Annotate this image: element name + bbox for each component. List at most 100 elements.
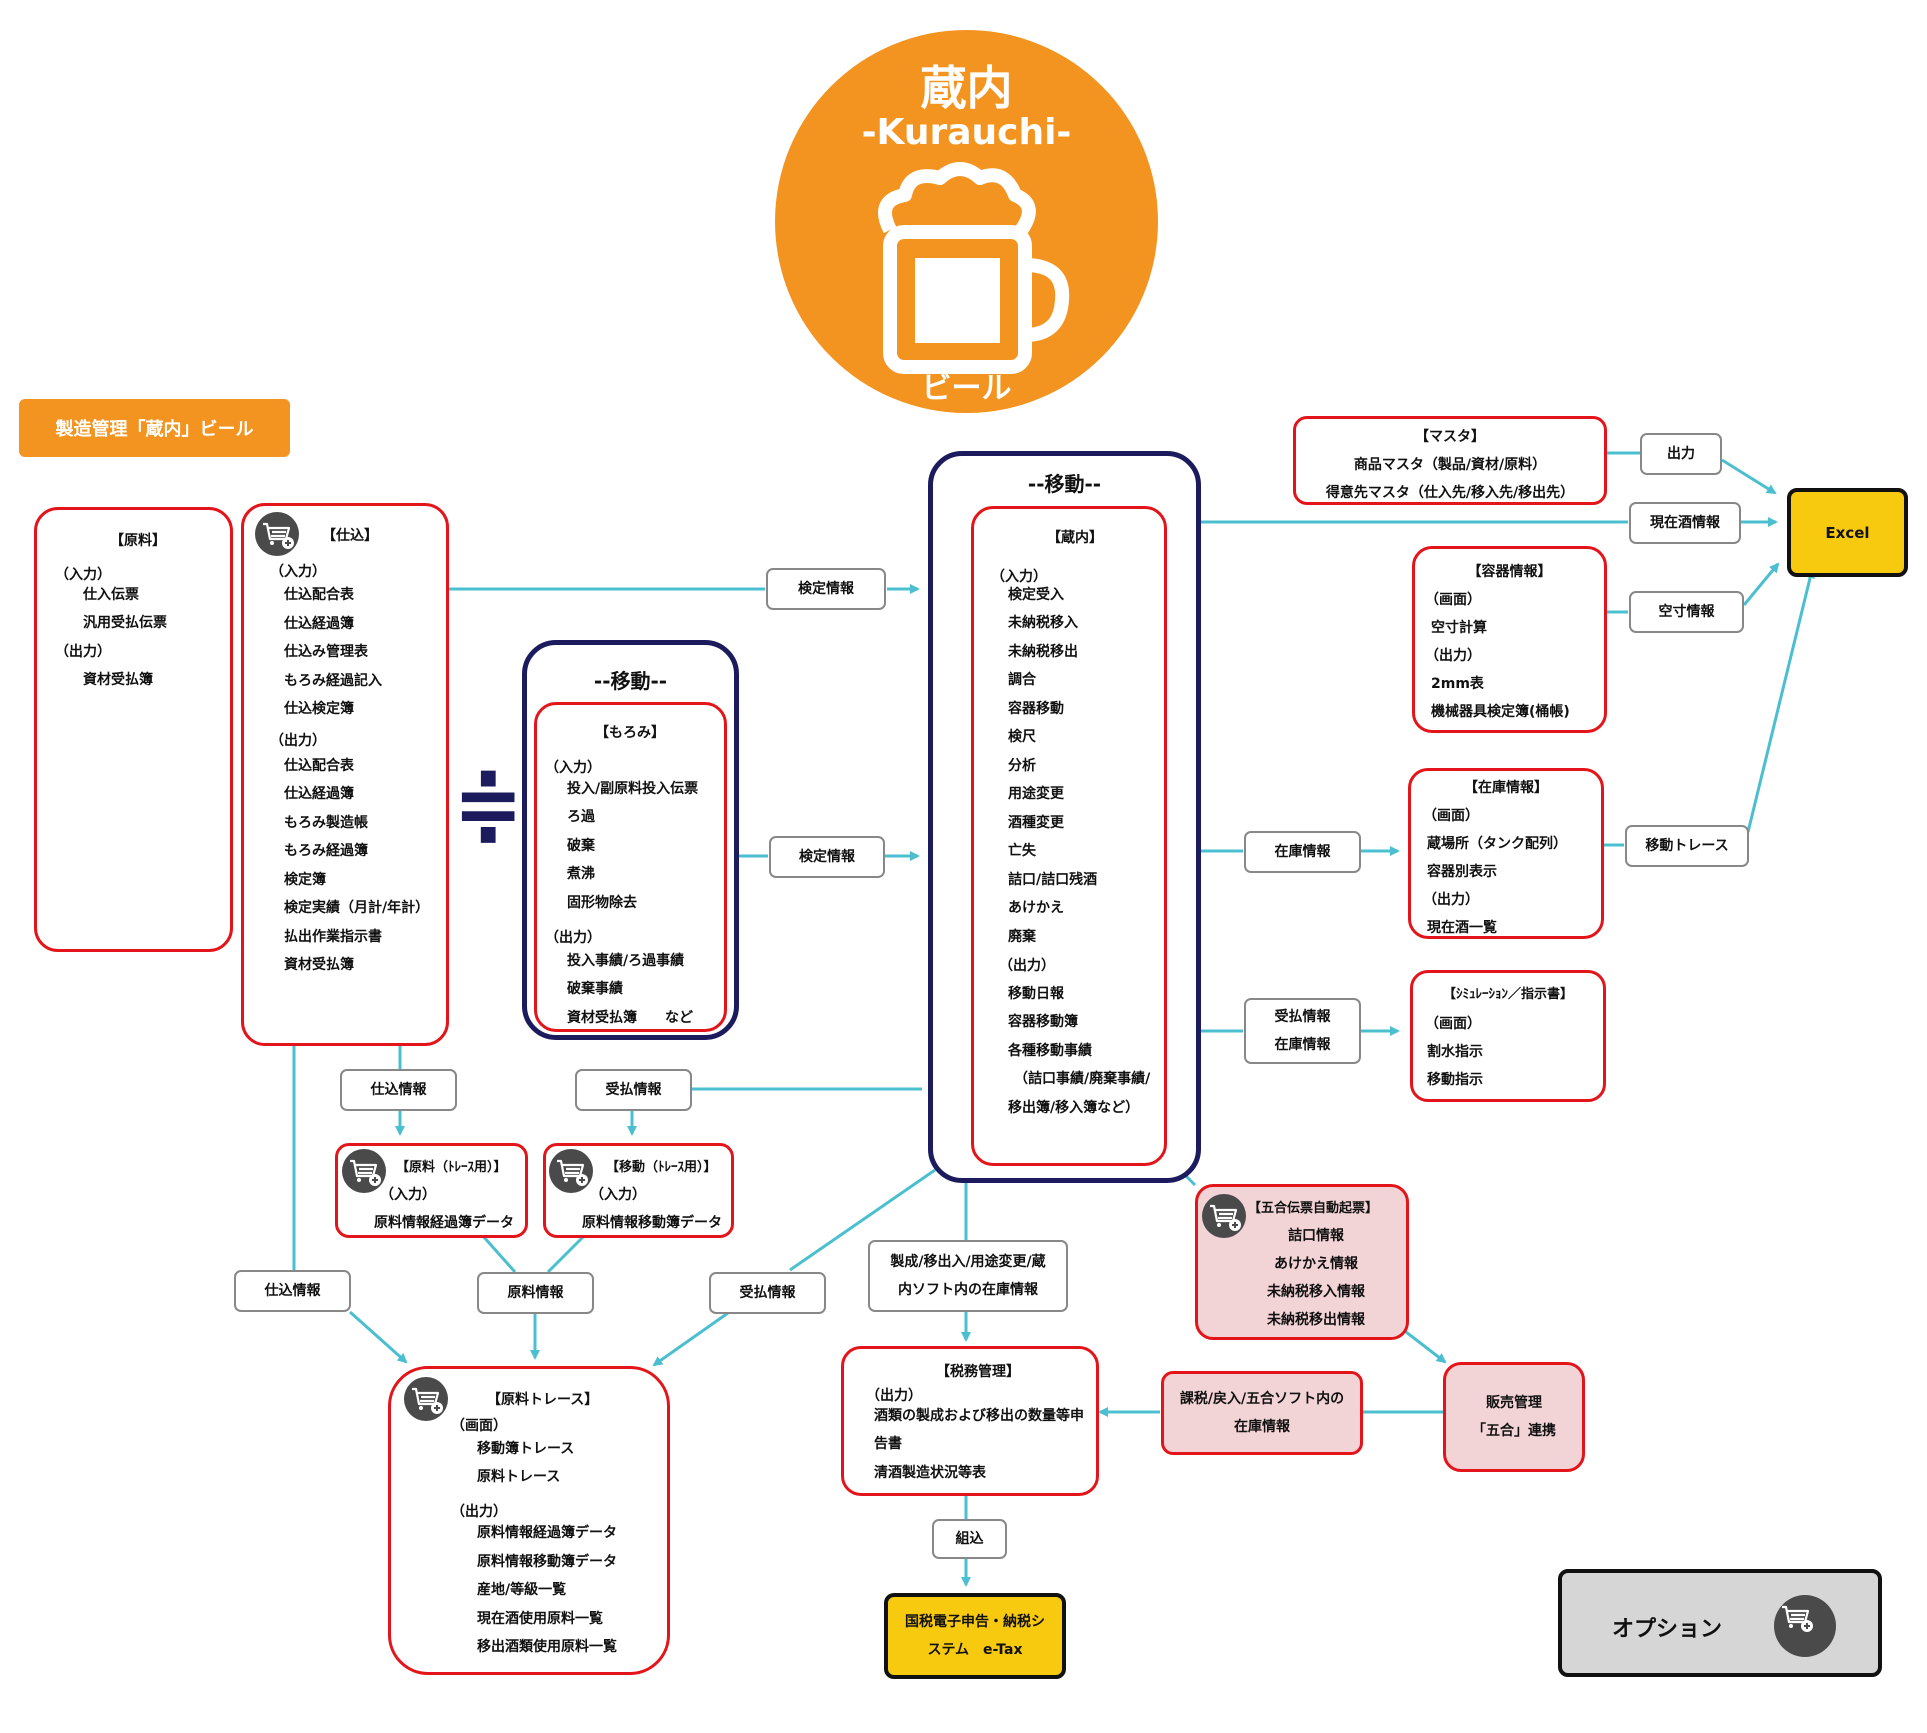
shikomi-input: 仕込検定簿 xyxy=(284,701,354,717)
shikomi-out-label: （出力） xyxy=(270,733,326,749)
edge-idou-ukeharai2 xyxy=(789,1168,936,1272)
genryo-trace-screen: 移動簿トレース xyxy=(477,1441,575,1457)
edge-label-kusun: 空寸情報 xyxy=(1629,591,1744,633)
shikomi-in-label: （入力） xyxy=(270,564,326,580)
trace-genryo-line: 原料情報経過簿データ xyxy=(374,1215,514,1231)
sim-title: 【ｼﾐｭﾚｰｼｮﾝ／指示書】 xyxy=(1442,987,1573,1002)
etax-line: 国税電子申告・納税シ xyxy=(905,1614,1045,1630)
kuranai-input: 酒種変更 xyxy=(1008,815,1064,831)
idou-main-box: --移動-- 【蔵内】 （入力） 検定受入 未納税移入 未納税移出 調合 容器移… xyxy=(928,451,1201,1183)
edge-kusun-excel xyxy=(1742,562,1780,606)
edge-label-seisei: 製成/移出入/用途変更/蔵 内ソフト内の在庫情報 xyxy=(868,1240,1068,1312)
shikomi-output: 仕込経過簿 xyxy=(284,786,354,802)
kuranai-input: 亡失 xyxy=(1008,843,1036,859)
cart-option-icon xyxy=(549,1149,593,1193)
etax-line: ステム e-Tax xyxy=(927,1642,1023,1658)
edge-tracei-genryoinfo xyxy=(546,1233,587,1274)
kuranai-input: 調合 xyxy=(1008,672,1036,688)
idou-small-box: --移動-- 【もろみ】 （入力） 投入/副原料投入伝票 ろ過 破棄 煮沸 固形… xyxy=(522,640,739,1040)
shikomi-output: 仕込配合表 xyxy=(284,758,354,774)
gengo-line: あけかえ情報 xyxy=(1274,1256,1358,1272)
edge-label-shikomi: 仕込情報 xyxy=(340,1069,457,1111)
zaiko-line: 現在酒一覧 xyxy=(1427,920,1497,936)
kuranai-output: 容器移動簿 xyxy=(1008,1014,1078,1030)
moromi-output: 資材受払簿 など xyxy=(567,1010,693,1026)
youki-line: 機械器具検定簿(桶帳) xyxy=(1431,704,1570,720)
genryo-trace-output: 原料情報移動簿データ xyxy=(477,1554,617,1570)
edge-label-output: 出力 xyxy=(1640,433,1722,475)
zaiko-line: 容器別表示 xyxy=(1427,864,1497,880)
moromi-input: 固形物除去 xyxy=(567,895,637,911)
edge-out-excel xyxy=(1721,458,1777,495)
edge-label-kumikomi: 組込 xyxy=(932,1519,1007,1559)
edge-trace-excel xyxy=(1746,568,1815,833)
kuranai-input: 未納税移入 xyxy=(1008,615,1078,631)
youki-line: 2mm表 xyxy=(1431,676,1484,692)
kuranai-input: 詰口/詰口残酒 xyxy=(1008,872,1098,888)
zeimu-line: 清酒製造状況等表 xyxy=(874,1465,986,1481)
genryo-box: 【原料】 （入力） 仕入伝票 汎用受払伝票 （出力） 資材受払簿 xyxy=(34,507,233,952)
master-line: 商品マスタ（製品/資材/原料） xyxy=(1353,457,1547,473)
zeimu-line: 告書 xyxy=(874,1436,902,1452)
edge-label-kentei: 検定情報 xyxy=(766,568,886,610)
moromi-out-label: （出力） xyxy=(545,930,601,946)
master-box: 【マスタ】 商品マスタ（製品/資材/原料） 得意先マスタ（仕入先/移入先/移出先… xyxy=(1293,416,1607,505)
cart-option-icon xyxy=(404,1377,448,1421)
shikomi-box: 【仕込】 （入力） 仕込配合表 仕込経過簿 仕込み管理表 もろみ経過記入 仕込検… xyxy=(241,503,449,1046)
trace-idou-box: 【移動（ﾄﾚｰｽ用）】 （入力） 原料情報移動簿データ xyxy=(543,1143,734,1238)
edge-label-line: 在庫情報 xyxy=(1274,1037,1331,1053)
moromi-in-label: （入力） xyxy=(545,760,601,776)
genryo-trace-output: 原料情報経過簿データ xyxy=(477,1525,617,1541)
shikomi-input: もろみ経過記入 xyxy=(284,673,382,689)
edge-ukeharai2-trace xyxy=(652,1311,729,1367)
zaiko-line: 蔵場所（タンク配列） xyxy=(1427,836,1567,852)
product-badge: 製造管理「蔵内」ビール xyxy=(19,399,290,457)
genryo-in-label: （入力） xyxy=(55,567,111,583)
shikomi-output: 資材受払簿 xyxy=(284,957,354,973)
kuranai-in-label: （入力） xyxy=(991,569,1047,585)
genryo-trace-output: 移出酒類使用原料一覧 xyxy=(477,1639,617,1655)
genryo-trace-output: 産地/等級一覧 xyxy=(477,1582,567,1598)
moromi-box: 【もろみ】 （入力） 投入/副原料投入伝票 ろ過 破棄 煮沸 固形物除去 （出力… xyxy=(534,702,727,1032)
shikomi-input: 仕込み管理表 xyxy=(284,644,368,660)
kuranai-output: （詰口事績/廃棄事績/ xyxy=(1014,1071,1151,1087)
trace-genryo-title: 【原料（ﾄﾚｰｽ用）】 xyxy=(396,1160,507,1175)
trace-idou-line: （入力） xyxy=(590,1187,646,1203)
genryo-output: 資材受払簿 xyxy=(83,672,153,688)
sim-line: 割水指示 xyxy=(1427,1044,1483,1060)
youki-line: （出力） xyxy=(1425,648,1481,664)
moromi-input: 投入/副原料投入伝票 xyxy=(567,781,699,797)
trace-genryo-line: （入力） xyxy=(380,1187,436,1203)
shikomi-title: 【仕込】 xyxy=(322,528,378,544)
excel-label: Excel xyxy=(1825,523,1870,542)
edge-label-line: 課税/戻入/五合ソフト内の xyxy=(1179,1391,1345,1407)
kuranai-output: 各種移動事績 xyxy=(1008,1043,1092,1059)
edge-label-line: 製成/移出入/用途変更/蔵 xyxy=(890,1254,1046,1270)
logo-bottom: ビール xyxy=(921,371,1012,406)
genryo-trace-screen: 原料トレース xyxy=(477,1469,561,1485)
kuranai-output: 移出簿/移入簿など） xyxy=(1008,1100,1140,1116)
kuranai-input: 検定受入 xyxy=(1008,587,1064,603)
hanbai-line: 「五合」連携 xyxy=(1472,1423,1556,1439)
shikomi-output: もろみ経過簿 xyxy=(284,843,368,859)
cart-option-icon xyxy=(255,512,299,556)
gengo-line: 未納税移出情報 xyxy=(1267,1312,1365,1328)
kuranai-out-label: （出力） xyxy=(999,958,1055,974)
edge-label-kentei: 検定情報 xyxy=(769,836,885,878)
edge-traceg-genryoinfo xyxy=(480,1234,517,1273)
moromi-input: 破棄 xyxy=(567,838,595,854)
kuranai-input: 分析 xyxy=(1008,758,1036,774)
gengo-title: 【五合伝票自動起票】 xyxy=(1248,1201,1379,1216)
moromi-output: 投入事績/ろ過事績 xyxy=(567,953,685,969)
youki-box: 【容器情報】 （画面） 空寸計算 （出力） 2mm表 機械器具検定簿(桶帳) xyxy=(1412,546,1607,733)
etax-box: 国税電子申告・納税シ ステム e-Tax xyxy=(884,1593,1066,1679)
logo-title: 蔵内 xyxy=(920,61,1013,115)
edge-label-kazei: 課税/戻入/五合ソフト内の 在庫情報 xyxy=(1161,1371,1363,1455)
youki-line: 空寸計算 xyxy=(1431,620,1487,636)
kuranai-input: 容器移動 xyxy=(1008,701,1064,717)
approx-symbol: ≑ xyxy=(453,755,524,853)
genryo-out-label: （出力） xyxy=(55,644,111,660)
zeimu-line: 酒類の製成および移出の数量等申 xyxy=(874,1408,1084,1424)
